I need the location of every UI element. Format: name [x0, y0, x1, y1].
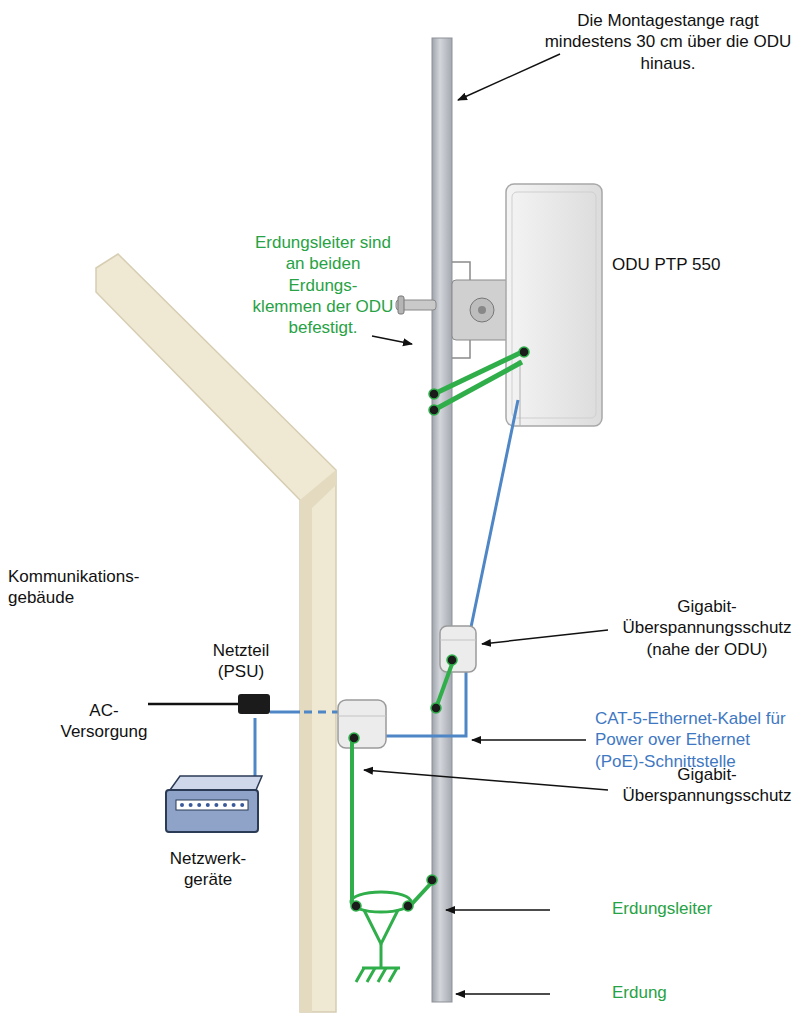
building-label: Kommunikations- gebäude — [8, 566, 158, 609]
ac-label: AC- Versorgung — [60, 700, 148, 743]
building-shade — [300, 470, 336, 1012]
port-dot — [180, 803, 184, 807]
cable-label: CAT-5-Ethernet-Kabel für Power over Ethe… — [595, 708, 803, 772]
ground-conductor — [436, 664, 452, 708]
connection-dot — [349, 347, 529, 911]
surge-label: Gigabit- Überspannungsschutz (nahe der O… — [612, 596, 802, 660]
ethernet-cable — [255, 400, 518, 780]
psu-label: Netzteil (PSU) — [196, 640, 286, 683]
mounting-pole — [432, 38, 452, 1002]
ground-conductor-label: Erdungsleiter — [612, 898, 762, 919]
odu-unit — [506, 184, 602, 426]
ground-label: Erdung — [612, 982, 762, 1003]
ground-symbol — [351, 892, 411, 982]
ground-conductor — [434, 352, 522, 410]
mounting-bracket — [396, 262, 512, 358]
surge-protector — [338, 700, 386, 748]
port-dot — [197, 803, 201, 807]
psu — [238, 694, 270, 714]
network-label: Netzwerk- geräte — [158, 848, 258, 891]
leader-arrow — [364, 54, 608, 994]
building — [96, 254, 336, 1012]
port-dot — [189, 803, 193, 807]
odu-label: ODU PTP 550 — [612, 254, 762, 275]
surge-protector — [440, 626, 476, 672]
port-dot — [206, 803, 210, 807]
network-device — [166, 776, 262, 832]
ac-line — [148, 703, 238, 706]
pole-note: Die Montagestange ragt mindestens 30 cm … — [538, 10, 798, 74]
port-dot — [240, 803, 244, 807]
port-dot — [223, 803, 227, 807]
ground-note: Erdungsleiter sind an beiden Erdungs- kl… — [252, 232, 394, 338]
ground-conductor — [352, 742, 434, 906]
port-dot — [232, 803, 236, 807]
port-dot — [214, 803, 218, 807]
surge-label: Gigabit- Überspannungsschutz — [612, 764, 802, 807]
